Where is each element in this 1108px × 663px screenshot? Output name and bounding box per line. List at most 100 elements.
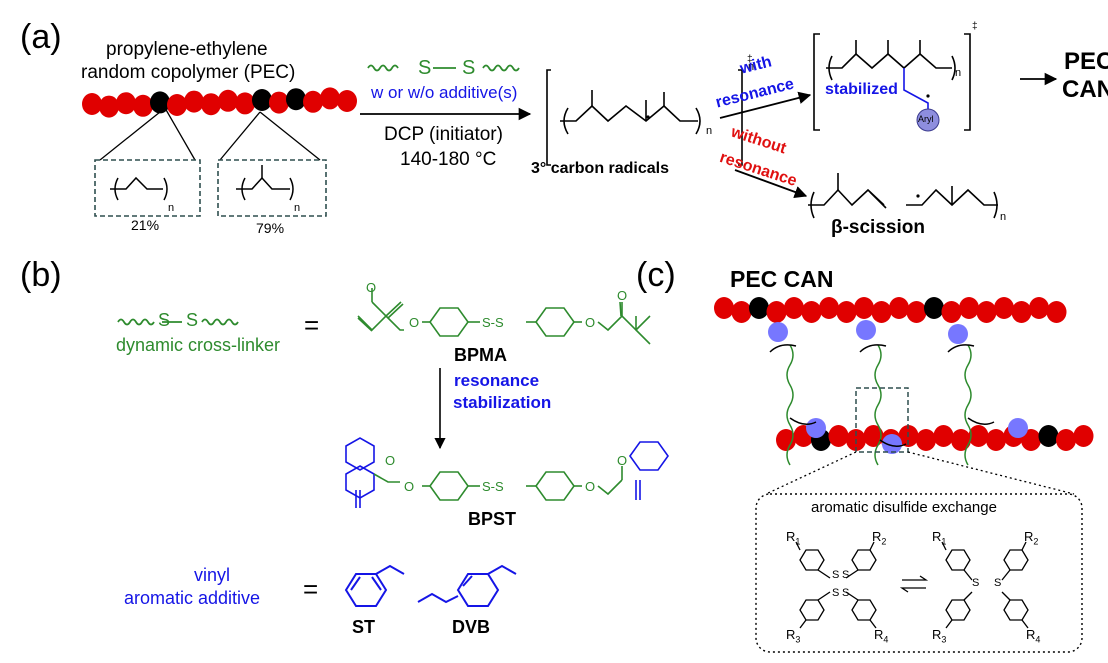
bpma-label: BPMA	[454, 345, 507, 365]
stabilized-label: stabilized	[825, 81, 898, 98]
chain-bead	[150, 91, 170, 114]
radical-intermediate-structure	[546, 69, 743, 166]
propylene-unit-box	[217, 159, 327, 217]
chain-bead	[184, 90, 204, 113]
chain-bead	[976, 301, 997, 323]
chain-bead	[986, 429, 1006, 451]
bpst-carbonyl-o: O	[385, 453, 396, 468]
chain-bead	[167, 94, 187, 116]
r2-right: R2	[1024, 529, 1039, 547]
sulfur-right-b: S	[186, 310, 199, 330]
stabilization-label-b: stabilization	[453, 393, 552, 412]
propylene-percent: 79%	[256, 220, 285, 236]
chain-bead	[1073, 425, 1094, 447]
chain-bead	[320, 87, 340, 110]
pec-chain-beads-a	[82, 87, 357, 118]
initiator-label: DCP (initiator)	[384, 124, 503, 145]
chain-bead	[906, 301, 927, 323]
chain-bead	[766, 301, 787, 323]
chain-bead	[286, 88, 306, 111]
chain-bead	[201, 93, 221, 116]
bpst-carbonyl-o-right: O	[617, 453, 628, 468]
r4-left: R4	[874, 627, 889, 645]
r3-right: R3	[932, 627, 947, 645]
radical-subscript-n: n	[706, 125, 713, 137]
chain-bead	[1021, 429, 1041, 451]
s-atom-5: S	[972, 577, 980, 589]
bpst-label: BPST	[468, 509, 517, 529]
vinyl-label-line2: aromatic additive	[124, 588, 261, 608]
crosslink-strands	[769, 344, 995, 466]
radical-dagger: ‡	[747, 54, 753, 65]
bpma-structure	[357, 288, 651, 345]
bpma-carbonyl-o-right: O	[617, 288, 628, 303]
chain-bead	[269, 91, 289, 114]
resonance-arrow	[719, 91, 812, 119]
crosslink-bead	[1008, 418, 1028, 438]
chain-connector-lines	[99, 107, 321, 161]
scission-subscript: n	[1000, 211, 1007, 223]
panel-label-c: (c)	[636, 256, 676, 294]
panel-label-a: (a)	[20, 18, 62, 56]
radical-subscript: n	[748, 61, 755, 73]
chain-bead	[714, 297, 734, 319]
equilibrium-arrows	[899, 575, 929, 593]
s-atom-2: S	[842, 569, 850, 581]
chain-bead	[1029, 297, 1049, 319]
vinyl-additive-structures	[344, 564, 517, 607]
chain-bead	[337, 90, 357, 112]
s-atom-6: S	[994, 577, 1002, 589]
disulfide-highlight-box	[855, 387, 909, 453]
vinyl-label-line1: vinyl	[194, 565, 231, 585]
dvb-label: DVB	[452, 617, 491, 637]
chain-bead	[951, 429, 971, 451]
chain-bead	[854, 297, 874, 319]
ethylene-subscript: n	[168, 202, 175, 214]
chain-bead	[303, 90, 323, 113]
pec-chain-beads-top	[714, 297, 1067, 344]
aryl-label: Aryl	[918, 114, 934, 124]
chain-bead	[968, 425, 989, 447]
s-atom-3: S	[832, 587, 840, 599]
chain-bead	[819, 297, 839, 319]
crosslinker-label: dynamic cross-linker	[116, 335, 281, 355]
chain-bead	[235, 92, 255, 115]
crosslink-bead	[768, 322, 788, 342]
chain-bead	[959, 297, 979, 319]
bpma-ss: S-S	[482, 315, 504, 330]
exchange-inset-box	[755, 493, 1083, 653]
beta-scission-label: β-scission	[831, 217, 925, 238]
chain-bead	[916, 429, 936, 451]
chain-bead	[116, 92, 136, 115]
radicals-label: 3° carbon radicals	[531, 160, 670, 177]
crosslink-bead	[882, 434, 902, 454]
pec-title-line1: propylene-ethylene	[106, 39, 268, 60]
stabilized-dagger: ‡	[972, 21, 978, 32]
stabilized-radical-structure	[813, 33, 971, 131]
bpma-carbonyl-o: O	[366, 280, 377, 295]
chain-bead	[933, 425, 954, 447]
exchange-label: aromatic disulfide exchange	[811, 499, 997, 516]
chain-bead	[99, 95, 119, 118]
chain-bead	[82, 93, 102, 115]
r1-left: R1	[786, 529, 801, 547]
ethylene-repeat-unit	[110, 176, 168, 201]
chain-bead	[252, 89, 272, 111]
chain-bead	[776, 429, 796, 451]
chain-bead	[1038, 425, 1059, 447]
ethylene-unit-box	[94, 159, 201, 217]
bpma-ester-o-right: O	[585, 315, 596, 330]
chain-bead	[941, 301, 962, 323]
aryl-linker	[903, 68, 929, 112]
product-line2: CAN	[1062, 76, 1108, 103]
chain-bead	[1011, 301, 1032, 323]
equals-sign-b2: =	[303, 574, 319, 604]
resonance-label-b: resonance	[454, 371, 540, 390]
sulfur-left-b: S	[158, 310, 171, 330]
chain-bead	[749, 297, 769, 319]
stabilized-subscript: n	[955, 67, 962, 79]
s-atom-1: S	[832, 569, 840, 581]
chain-bead	[889, 297, 909, 319]
chain-bead	[731, 301, 752, 323]
